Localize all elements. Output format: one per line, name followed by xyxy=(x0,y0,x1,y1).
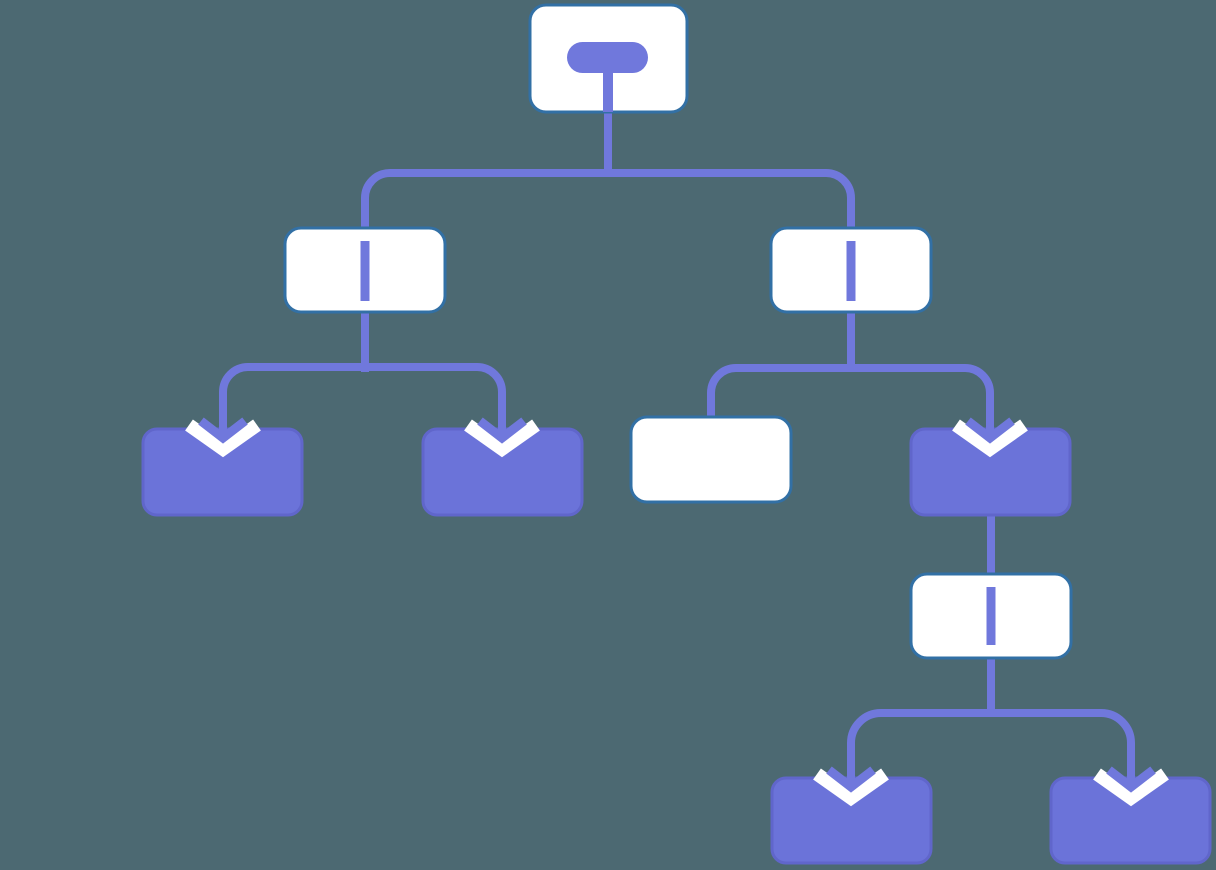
chevron-down-white-icon xyxy=(185,419,261,458)
connector-level1-rail xyxy=(361,169,855,232)
chevron-down-white-icon xyxy=(1093,768,1169,807)
chevron-down-icon xyxy=(826,766,876,793)
arrowhead-mid-purple xyxy=(952,400,1028,458)
chevron-down-icon xyxy=(1106,766,1156,793)
node-branch-right[interactable] xyxy=(769,226,933,314)
chevron-down-white-icon xyxy=(952,419,1028,458)
connector-bottom-rail xyxy=(847,709,1135,752)
arrowhead-leaf-1 xyxy=(185,400,261,458)
empty-card[interactable] xyxy=(629,415,793,504)
vertical-bar-icon xyxy=(360,241,370,301)
arrowhead-leaf-2 xyxy=(464,400,540,458)
arrowhead-leaf-4 xyxy=(1093,748,1169,807)
chevron-down-white-icon xyxy=(464,419,540,458)
chevron-down-white-icon xyxy=(813,768,889,807)
pill-icon xyxy=(567,42,648,112)
node-branch-mid[interactable] xyxy=(909,572,1073,660)
node-branch-left[interactable] xyxy=(283,226,447,314)
connector-right-rail xyxy=(707,364,994,419)
arrowhead-leaf-3 xyxy=(813,748,889,807)
connectors xyxy=(219,110,1135,752)
chevron-down-icon xyxy=(477,417,527,444)
chevron-down-icon xyxy=(198,417,248,444)
connector-left-rail xyxy=(219,363,506,404)
chevron-down-icon xyxy=(965,417,1015,444)
vertical-bar-icon xyxy=(986,587,996,645)
node-root[interactable] xyxy=(528,3,689,114)
vertical-bar-icon xyxy=(846,241,856,301)
arrowheads xyxy=(185,400,1169,807)
node-empty-card[interactable] xyxy=(629,415,793,504)
